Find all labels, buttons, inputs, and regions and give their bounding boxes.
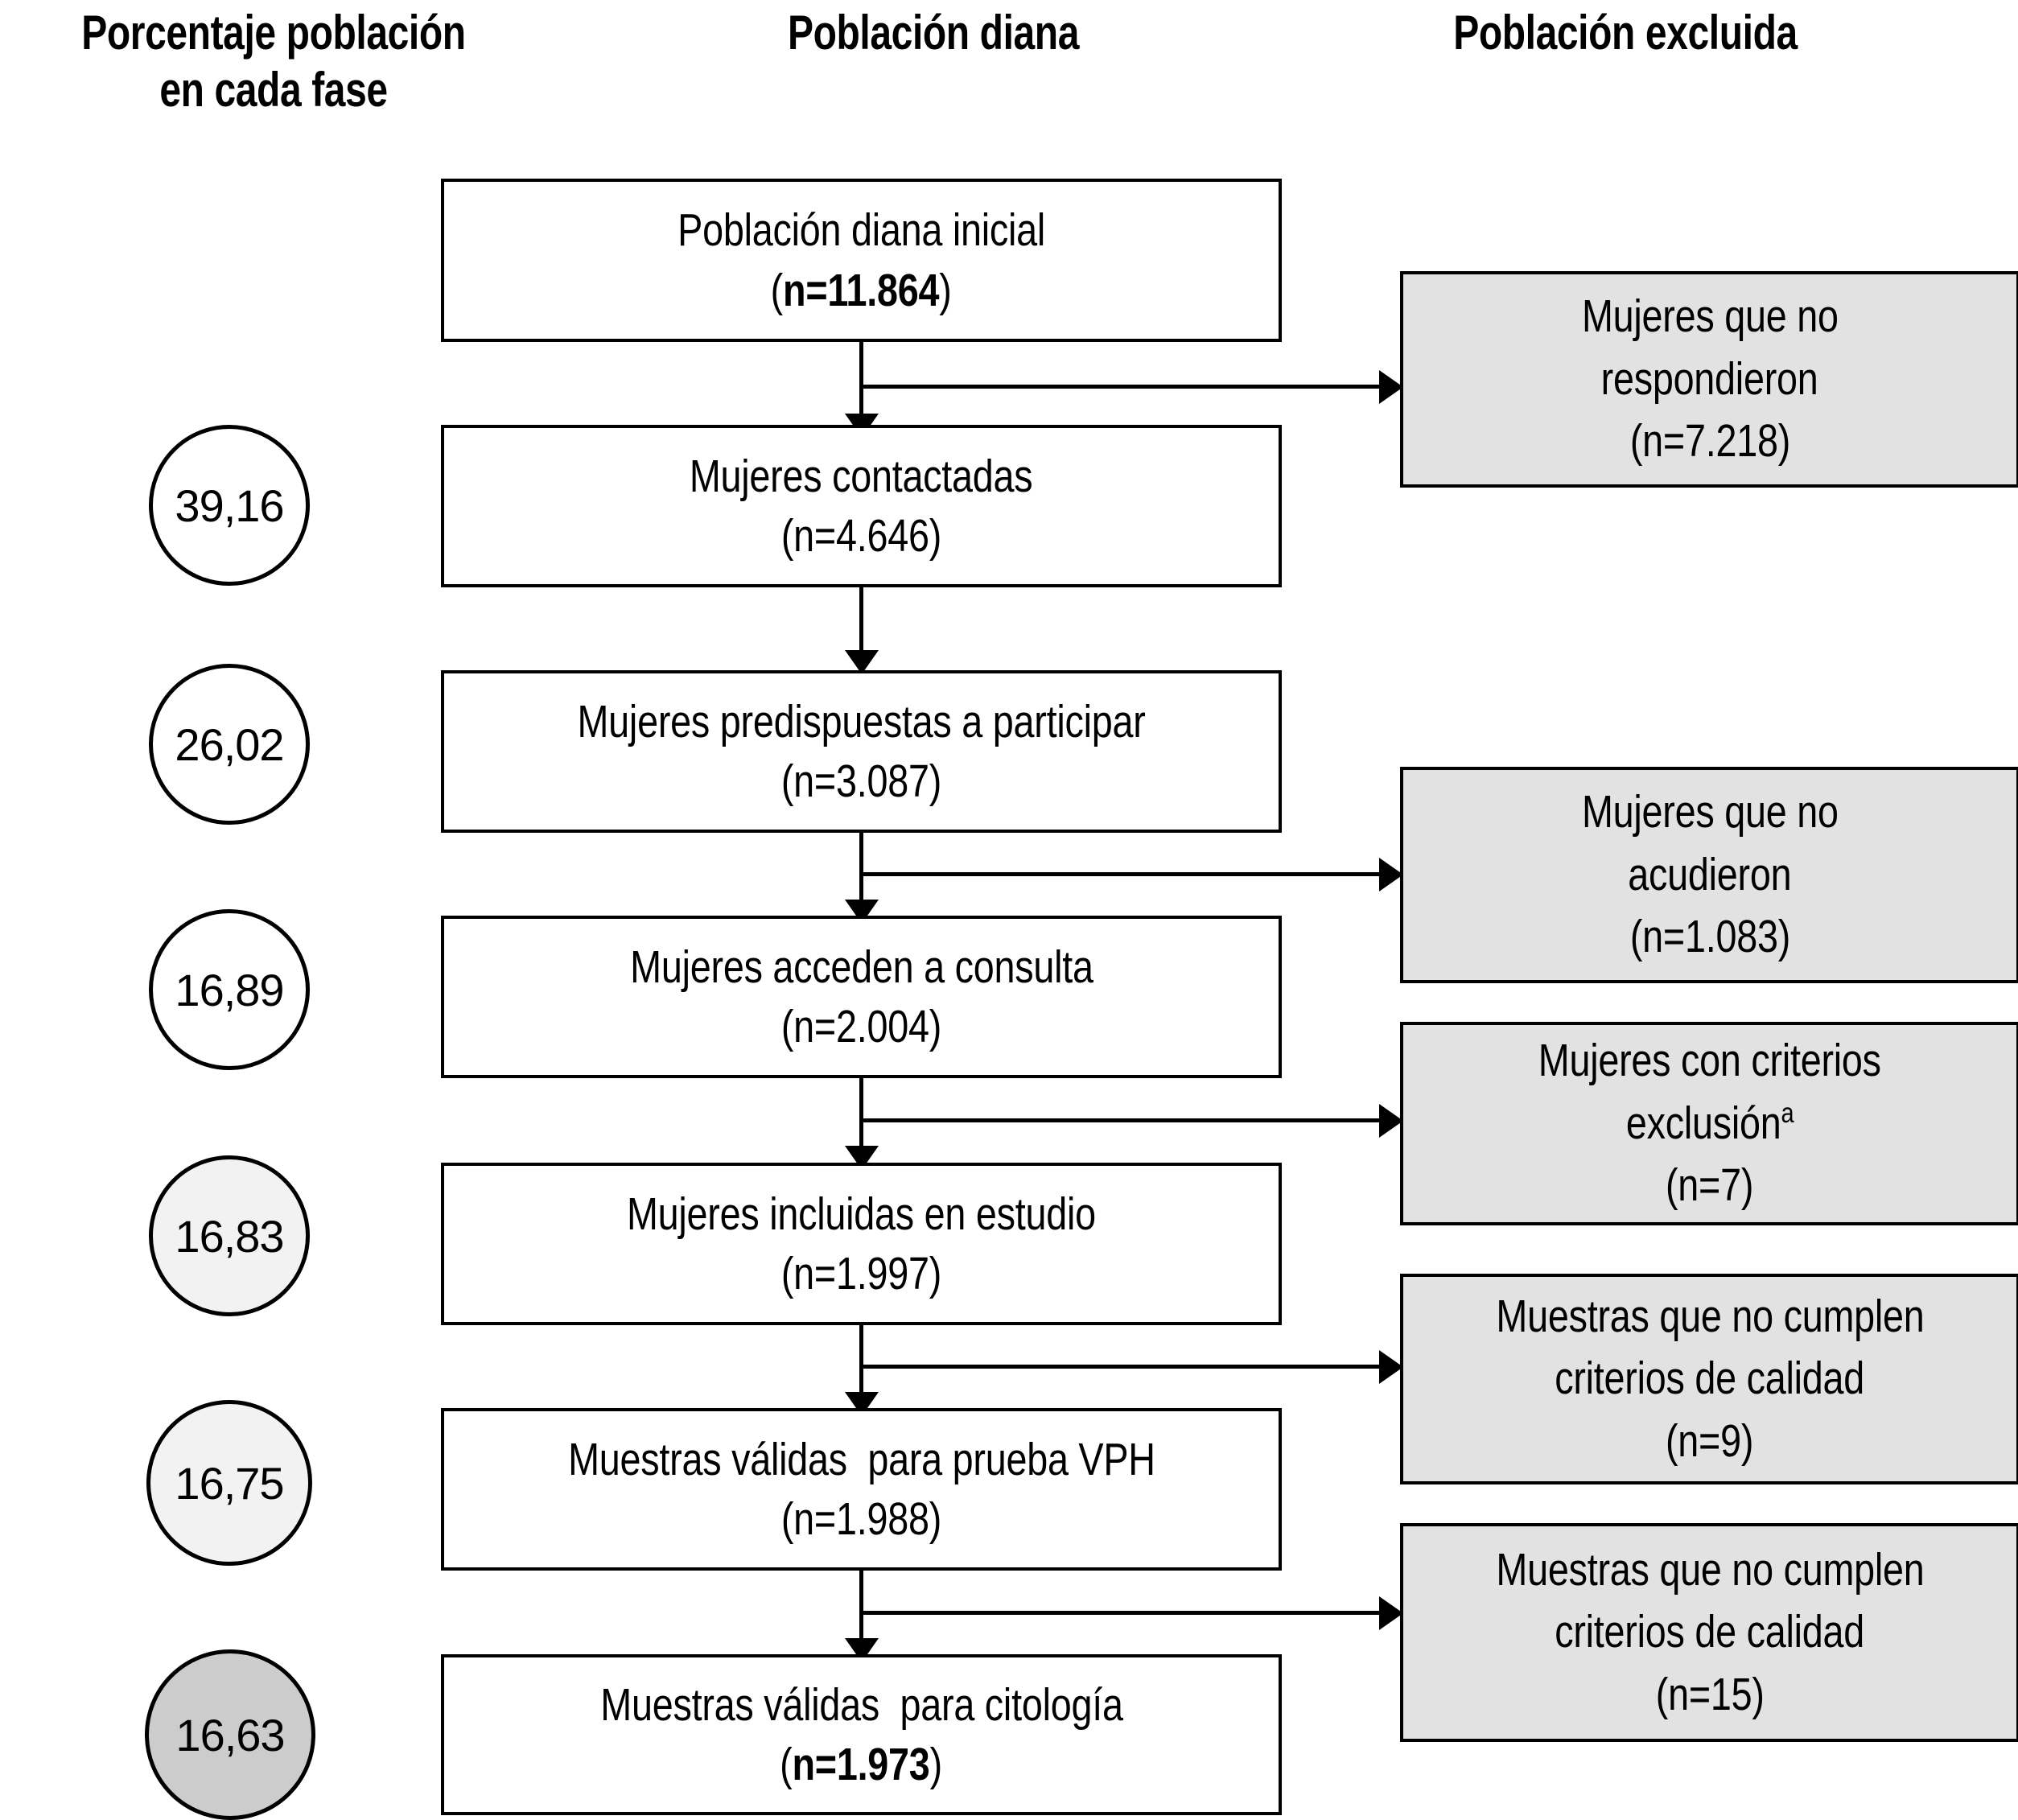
flow-node-6-label: Muestras válidas para prueba VPH <box>567 1433 1155 1485</box>
column-header-excluded-population: Población excluida <box>1453 6 1798 60</box>
percentage-circle-4-value: 16,83 <box>175 1210 284 1262</box>
flow-node-4-label: Mujeres acceden a consulta <box>629 941 1093 993</box>
flow-node-7-count: (n=1.973) <box>780 1739 943 1790</box>
connector-line-3b <box>859 872 863 906</box>
percentage-circle-2: 26,02 <box>149 664 310 825</box>
exclusion-node-1-line1: Mujeres que no <box>1581 290 1839 343</box>
connector-line-3 <box>859 833 863 875</box>
exclusion-node-1-count: (n=7.218) <box>1629 415 1790 467</box>
connector-line-5b <box>859 1365 863 1398</box>
flow-node-2-count-value: n=4.646 <box>793 510 929 562</box>
flow-node-included-in-study: Mujeres incluidas en estudio (n=1.997) <box>441 1163 1282 1325</box>
exclusion-node-4-count: (n=9) <box>1666 1414 1754 1467</box>
flow-node-1-count: (n=11.864) <box>771 264 952 316</box>
exclusion-node-3-line1: Mujeres con criterios <box>1538 1035 1882 1087</box>
column-header-percentage: Porcentaje población en cada fase <box>16 5 531 119</box>
percentage-circle-4: 16,83 <box>149 1155 310 1316</box>
flow-node-valid-cytology-samples: Muestras válidas para citología (n=1.973… <box>441 1654 1282 1815</box>
flow-node-2-label: Mujeres contactadas <box>690 450 1033 502</box>
connector-line-4 <box>859 1078 863 1120</box>
flow-node-1-label: Población diana inicial <box>677 204 1045 257</box>
flow-node-3-count: (n=3.087) <box>780 756 942 807</box>
exclusion-node-exclusion-criteria: Mujeres con criterios exclusióna (n=7) <box>1400 1022 2018 1225</box>
exclusion-node-quality-criteria-cytology: Muestras que no cumplen criterios de cal… <box>1400 1523 2018 1742</box>
exclusion-node-did-not-attend: Mujeres que no acudieron (n=1.083) <box>1400 767 2018 983</box>
branch-line-2 <box>859 872 1382 876</box>
flow-node-7-label: Muestras válidas para citología <box>599 1678 1123 1731</box>
branch-line-5 <box>859 1611 1382 1615</box>
exclusion-node-5-line1: Muestras que no cumplen <box>1495 1543 1925 1596</box>
branch-line-4 <box>859 1365 1382 1369</box>
flow-node-4-count: (n=2.004) <box>780 1001 942 1052</box>
percentage-circle-3-value: 16,89 <box>175 964 284 1015</box>
branch-arrowhead-2 <box>1379 858 1403 891</box>
flow-node-valid-hpv-samples: Muestras válidas para prueba VPH (n=1.98… <box>441 1408 1282 1571</box>
flow-node-4-count-value: n=2.004 <box>793 1001 929 1052</box>
connector-line-4b <box>859 1118 863 1152</box>
exclusion-node-2-line1: Mujeres que no <box>1581 786 1839 838</box>
flow-node-6-count: (n=1.988) <box>780 1493 942 1545</box>
connector-line-6b <box>859 1611 863 1645</box>
percentage-circle-2-value: 26,02 <box>175 719 284 770</box>
flow-node-6-count-value: n=1.988 <box>793 1493 929 1545</box>
column-header-percentage-line1: Porcentaje población <box>81 6 466 60</box>
exclusion-node-2-line2: acudieron <box>1628 848 1792 900</box>
percentage-circle-5: 16,75 <box>146 1400 312 1566</box>
exclusion-node-3-line2: exclusióna <box>1626 1093 1794 1155</box>
exclusion-node-5-line2: criterios de calidad <box>1555 1606 1865 1658</box>
flow-node-3-count-value: n=3.087 <box>793 756 929 807</box>
connector-line-6 <box>859 1571 863 1612</box>
exclusion-node-3-footnote-marker: a <box>1781 1097 1794 1129</box>
connector-line-2 <box>859 587 863 657</box>
branch-arrowhead-1 <box>1379 370 1403 404</box>
exclusion-node-no-response: Mujeres que no respondieron (n=7.218) <box>1400 271 2018 488</box>
flow-node-contacted-women: Mujeres contactadas (n=4.646) <box>441 425 1282 587</box>
percentage-circle-1: 39,16 <box>149 425 310 586</box>
exclusion-node-3-line2-text: exclusión <box>1625 1097 1781 1149</box>
column-header-target-population: Población diana <box>787 6 1080 60</box>
connector-line-1b <box>859 385 863 420</box>
flow-node-1-count-value: n=11.864 <box>783 264 940 316</box>
exclusion-node-quality-criteria-hpv: Muestras que no cumplen criterios de cal… <box>1400 1274 2018 1484</box>
connector-line-1 <box>859 342 863 390</box>
branch-arrowhead-4 <box>1379 1350 1403 1384</box>
branch-arrowhead-3 <box>1379 1104 1403 1138</box>
exclusion-node-4-line1: Muestras que no cumplen <box>1495 1290 1925 1342</box>
exclusion-node-1-line2: respondieron <box>1601 352 1818 405</box>
exclusion-node-4-line2: criterios de calidad <box>1555 1353 1865 1405</box>
percentage-circle-1-value: 39,16 <box>175 480 284 531</box>
branch-line-1 <box>859 385 1382 389</box>
flow-node-7-count-value: n=1.973 <box>792 1739 931 1790</box>
flow-node-initial-target-population: Población diana inicial (n=11.864) <box>441 179 1282 342</box>
percentage-circle-6-value: 16,63 <box>175 1709 285 1760</box>
exclusion-node-3-count: (n=7) <box>1666 1159 1754 1212</box>
flow-node-willing-to-participate: Mujeres predispuestas a participar (n=3.… <box>441 670 1282 833</box>
percentage-circle-3: 16,89 <box>149 909 310 1070</box>
flow-node-5-count-value: n=1.997 <box>793 1248 929 1299</box>
exclusion-node-2-count: (n=1.083) <box>1629 911 1790 963</box>
flow-node-3-label: Mujeres predispuestas a participar <box>577 695 1146 747</box>
branch-arrowhead-5 <box>1379 1596 1403 1630</box>
flow-node-5-label: Mujeres incluidas en estudio <box>627 1188 1096 1240</box>
flow-node-attended-consultation: Mujeres acceden a consulta (n=2.004) <box>441 916 1282 1078</box>
connector-line-5 <box>859 1325 863 1367</box>
branch-line-3 <box>859 1118 1382 1122</box>
exclusion-node-5-count: (n=15) <box>1655 1668 1765 1720</box>
percentage-circle-6: 16,63 <box>145 1649 315 1820</box>
percentage-circle-5-value: 16,75 <box>175 1457 284 1509</box>
column-header-percentage-line2: en cada fase <box>159 62 388 117</box>
flow-node-5-count: (n=1.997) <box>780 1248 942 1299</box>
flow-node-2-count: (n=4.646) <box>780 510 942 562</box>
